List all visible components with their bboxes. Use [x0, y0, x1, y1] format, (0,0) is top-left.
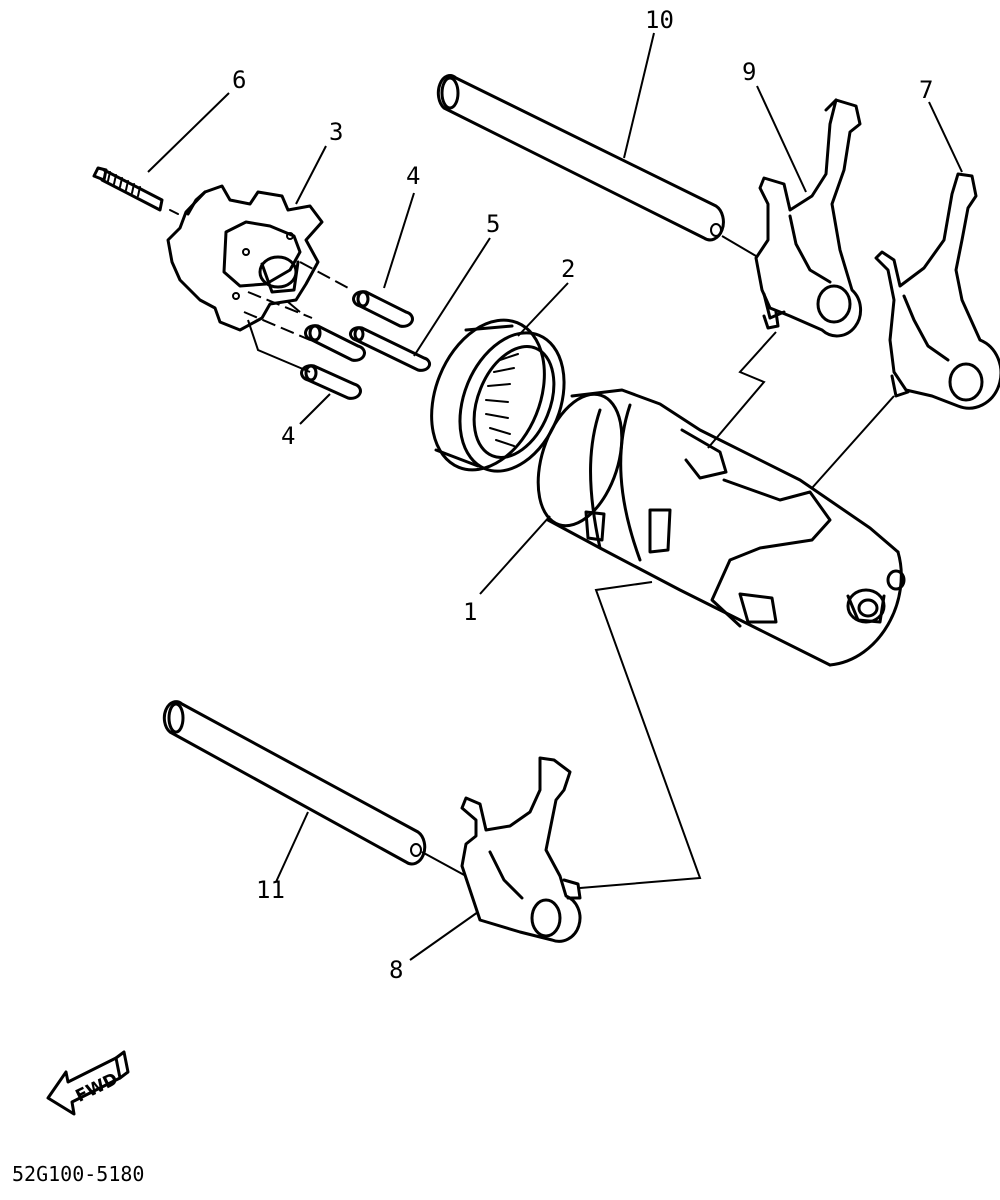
callout-1: 1 — [463, 598, 477, 626]
callout-6: 6 — [232, 66, 246, 94]
part-pin-lower — [300, 364, 362, 400]
callout-5: 5 — [486, 210, 500, 238]
callout-11: 11 — [256, 876, 285, 904]
callout-4-lower: 4 — [281, 422, 295, 450]
callout-7: 7 — [919, 76, 933, 104]
callout-leaders — [147, 32, 963, 961]
callout-9: 9 — [742, 58, 756, 86]
part-shift-fork-9 — [754, 98, 863, 338]
callout-2: 2 — [561, 255, 575, 283]
callout-4-upper: 4 — [406, 162, 420, 190]
part-pin-upper — [352, 290, 414, 328]
part-upper-shaft — [436, 74, 757, 257]
part-screw — [92, 166, 179, 215]
callout-10: 10 — [645, 6, 674, 34]
leader-lines — [579, 331, 895, 889]
forward-arrow-icon: FWD — [46, 1050, 130, 1116]
part-shift-fork-7 — [874, 172, 1000, 410]
part-shift-fork-8 — [460, 756, 582, 943]
drawing-code: 52G100-5180 — [12, 1162, 144, 1186]
part-long-pin — [348, 326, 432, 372]
part-pin-middle — [304, 324, 366, 362]
callout-3: 3 — [329, 118, 343, 146]
part-lower-shaft — [162, 700, 467, 877]
part-segment — [166, 184, 353, 373]
part-shift-drum — [536, 388, 906, 667]
callout-8: 8 — [389, 956, 403, 984]
part-bearing — [430, 318, 566, 473]
